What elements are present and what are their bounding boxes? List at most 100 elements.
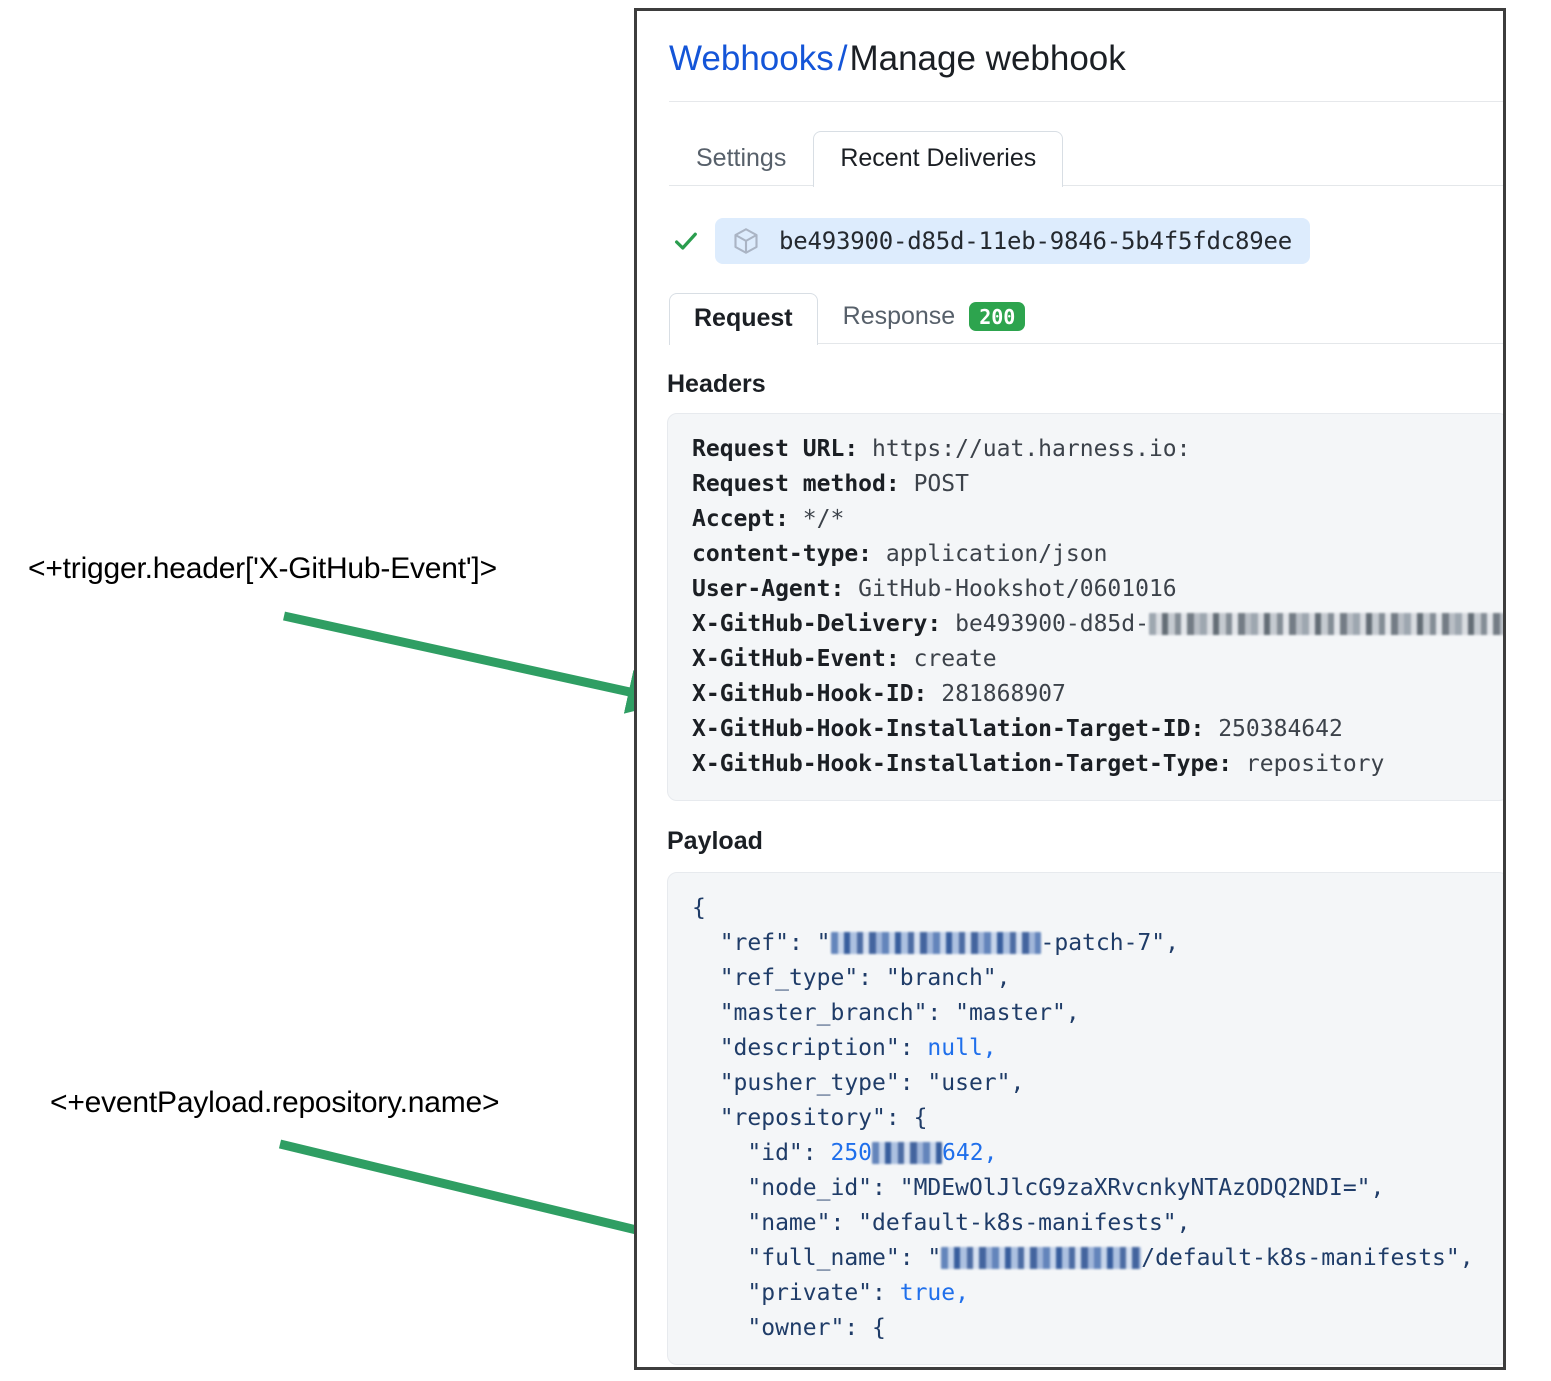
header-key: Request URL: [692, 436, 873, 463]
breadcrumb: Webhooks/Manage webhook [637, 11, 1503, 79]
json-key: "id": [747, 1140, 831, 1167]
check-icon [675, 232, 697, 250]
json-value: " [927, 1245, 942, 1272]
payload-code-box: { "ref": " -patch-7", "ref_type": "branch… [667, 872, 1503, 1366]
json-value-tail: -patch-7", [1040, 930, 1179, 957]
headers-code-box: Request URL: https://uat.harness.io:Requ… [667, 413, 1503, 802]
header-value: https://uat.harness.io: [872, 436, 1191, 463]
json-key: "description": [719, 1035, 928, 1062]
payload-line: "private": true, [692, 1276, 1488, 1311]
json-value-tail: 642, [942, 1140, 998, 1167]
header-row: Accept: */* [692, 502, 1488, 537]
json-key: "master_branch": [719, 1000, 956, 1027]
json-value-tail: /default-k8s-manifests", [1141, 1245, 1474, 1272]
breadcrumb-separator: / [837, 39, 848, 78]
json-key: "ref": [719, 930, 817, 957]
payload-line: "master_branch": "master", [692, 996, 1488, 1031]
header-value: be493900-d85d- [955, 611, 1149, 638]
header-value: create [913, 646, 997, 673]
json-key: "name": [747, 1210, 859, 1237]
json-key: "full_name": [747, 1245, 928, 1272]
tab-request[interactable]: Request [669, 293, 818, 346]
headers-section-title: Headers [667, 370, 766, 399]
json-key: "repository": [719, 1105, 914, 1132]
json-value: { [913, 1105, 928, 1132]
json-key: "owner": [747, 1315, 873, 1342]
tab-request-label: Request [694, 304, 793, 333]
header-row: X-GitHub-Hook-Installation-Target-Type: … [692, 747, 1488, 782]
payload-line: "ref_type": "branch", [692, 961, 1488, 996]
redacted-text [941, 1247, 1142, 1270]
tab-response[interactable]: Response 200 [818, 289, 1051, 344]
header-row: Request URL: https://uat.harness.io: [692, 432, 1488, 467]
github-webhook-panel: Webhooks/Manage webhook Settings Recent … [634, 8, 1506, 1370]
annotation-label-event-payload: <+eventPayload.repository.name> [50, 1086, 500, 1119]
page-title: Manage webhook [849, 39, 1126, 78]
tab-settings[interactable]: Settings [696, 144, 787, 173]
delivery-row: be493900-d85d-11eb-9846-5b4f5fdc89ee [671, 218, 1503, 265]
payload-line: { [692, 891, 1488, 926]
payload-line: "name": "default-k8s-manifests", [692, 1206, 1488, 1241]
json-key: "node_id": [747, 1175, 900, 1202]
payload-line: "pusher_type": "user", [692, 1066, 1488, 1101]
delivery-id-pill[interactable]: be493900-d85d-11eb-9846-5b4f5fdc89ee [715, 218, 1310, 265]
header-row: User-Agent: GitHub-Hookshot/0601016 [692, 572, 1488, 607]
annotation-arrow-trigger-header [283, 611, 673, 714]
redacted-text [872, 1142, 943, 1165]
redacted-text [830, 932, 1041, 955]
cube-icon [734, 228, 758, 255]
header-value: */* [802, 506, 845, 533]
header-row: X-GitHub-Hook-Installation-Target-ID: 25… [692, 712, 1488, 747]
header-key: X-GitHub-Delivery: [692, 611, 956, 638]
payload-section-title: Payload [667, 827, 763, 856]
header-key: Request method: [692, 471, 914, 498]
header-row: X-GitHub-Hook-ID: 281868907 [692, 677, 1488, 712]
status-badge: 200 [969, 302, 1026, 332]
json-key: "pusher_type": [719, 1070, 928, 1097]
json-value: 250 [830, 1140, 873, 1167]
header-key: X-GitHub-Event: [692, 646, 914, 673]
json-value: "default-k8s-manifests", [858, 1210, 1191, 1237]
tab-response-label: Response [842, 302, 956, 331]
webhook-tabs: Settings Recent Deliveries [669, 124, 1503, 188]
json-key: "private": [747, 1280, 900, 1307]
breadcrumb-link-webhooks[interactable]: Webhooks [669, 39, 834, 78]
payload-line: "node_id": "MDEwOlJlcG9zaXRvcnkyNTAzODQ2… [692, 1171, 1488, 1206]
header-value: GitHub-Hookshot/0601016 [858, 576, 1177, 603]
header-row: X-GitHub-Delivery: be493900-d85d- [692, 607, 1503, 642]
header-key: X-GitHub-Hook-Installation-Target-Type: [692, 751, 1246, 778]
payload-line: "id": 250 642, [692, 1136, 1488, 1171]
header-key: X-GitHub-Hook-ID: [692, 681, 942, 708]
header-row: Request method: POST [692, 467, 1488, 502]
payload-line: "description": null, [692, 1031, 1488, 1066]
header-divider [669, 101, 1503, 103]
header-key: Accept: [692, 506, 803, 533]
header-key: X-GitHub-Hook-Installation-Target-ID: [692, 716, 1219, 743]
json-value: true, [899, 1280, 969, 1307]
json-value: "MDEwOlJlcG9zaXRvcnkyNTAzODQ2NDI=", [899, 1175, 1385, 1202]
delivery-id-text: be493900-d85d-11eb-9846-5b4f5fdc89ee [779, 227, 1292, 256]
request-response-tabs: Request Response 200 [669, 286, 1503, 346]
header-value: 250384642 [1218, 716, 1343, 743]
payload-line: "ref": " -patch-7", [692, 926, 1488, 961]
header-key: content-type: [692, 541, 886, 568]
header-value: 281868907 [941, 681, 1066, 708]
header-value: repository [1245, 751, 1385, 778]
annotation-label-trigger-header: <+trigger.header['X-GitHub-Event']> [28, 552, 497, 585]
header-value: application/json [885, 541, 1108, 568]
payload-line: "full_name": " /default-k8s-manifests", [692, 1241, 1488, 1276]
header-row: content-type: application/json [692, 537, 1488, 572]
header-value: POST [913, 471, 969, 498]
redacted-text [1148, 613, 1503, 636]
json-key: "ref_type": [719, 965, 886, 992]
json-value: null, [927, 1035, 997, 1062]
header-row: X-GitHub-Event: create [692, 642, 1488, 677]
payload-line: "repository": { [692, 1101, 1488, 1136]
json-brace: { [692, 895, 706, 922]
json-value: " [816, 930, 831, 957]
tab-recent-deliveries[interactable]: Recent Deliveries [813, 131, 1064, 188]
payload-line: "owner": { [692, 1311, 1488, 1346]
json-value: "master", [955, 1000, 1080, 1027]
json-value: { [872, 1315, 886, 1342]
header-key: User-Agent: [692, 576, 859, 603]
